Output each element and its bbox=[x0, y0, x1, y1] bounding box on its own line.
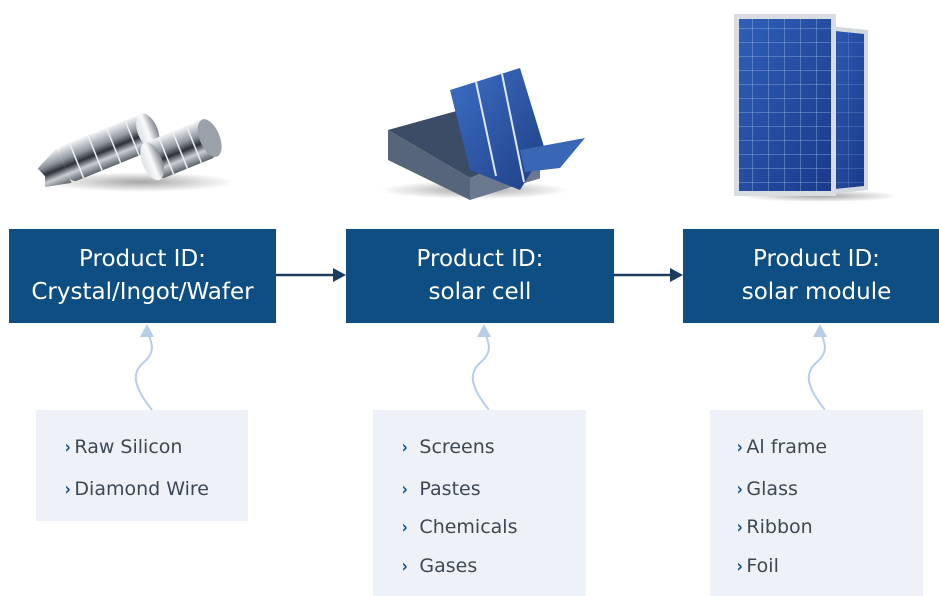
chevron-right-icon: › bbox=[401, 516, 408, 538]
node-title-line2: Crystal/Ingot/Wafer bbox=[31, 279, 254, 305]
node-title-line1: Product ID: bbox=[416, 246, 544, 272]
node-title-line1: Product ID: bbox=[79, 246, 206, 272]
chevron-right-icon: › bbox=[736, 436, 743, 458]
list-item: › Foil bbox=[736, 555, 779, 577]
list-item: › Al frame bbox=[736, 436, 828, 458]
list-item: › Glass bbox=[736, 478, 798, 500]
input-connector-2 bbox=[471, 324, 491, 411]
list-item: › Raw Silicon bbox=[64, 436, 183, 458]
chevron-right-icon: › bbox=[736, 516, 743, 538]
node-title-line2: solar cell bbox=[428, 279, 532, 305]
chevron-right-icon: › bbox=[401, 436, 408, 458]
chevron-right-icon: › bbox=[64, 436, 71, 458]
input-list-wafer: › Raw Silicon › Diamond Wire bbox=[36, 410, 248, 521]
chevron-right-icon: › bbox=[401, 555, 408, 577]
chevron-right-icon: › bbox=[736, 478, 743, 500]
list-item: › Diamond Wire bbox=[64, 478, 209, 500]
product-node-cell: Product ID: solar cell bbox=[346, 229, 614, 323]
flow-arrow-2 bbox=[614, 268, 683, 282]
list-item: › Gases bbox=[401, 555, 478, 577]
chevron-right-icon: › bbox=[736, 555, 743, 577]
node-title-line1: Product ID: bbox=[753, 246, 880, 272]
list-item: › Screens bbox=[401, 436, 495, 458]
chevron-right-icon: › bbox=[401, 478, 408, 500]
input-list-cell: › Screens › Pastes › Chemicals › Gases bbox=[373, 410, 586, 596]
flow-arrow-1 bbox=[276, 268, 346, 282]
chevron-right-icon: › bbox=[64, 478, 71, 500]
node-title-line2: solar module bbox=[741, 279, 892, 305]
list-item: › Chemicals bbox=[401, 516, 518, 538]
input-connector-1 bbox=[134, 324, 154, 411]
list-item: › Ribbon bbox=[736, 516, 813, 538]
input-list-module: › Al frame › Glass › Ribbon › Foil bbox=[710, 410, 923, 596]
silicon-ingot-illustration bbox=[37, 113, 235, 192]
solar-module-panel-illustration bbox=[734, 14, 900, 202]
product-node-module: Product ID: solar module bbox=[683, 229, 939, 323]
list-item: › Pastes bbox=[401, 478, 481, 500]
product-node-wafer: Product ID: Crystal/Ingot/Wafer bbox=[9, 229, 276, 323]
input-connector-3 bbox=[807, 324, 827, 411]
solar-cell-stack-illustration bbox=[380, 68, 585, 200]
